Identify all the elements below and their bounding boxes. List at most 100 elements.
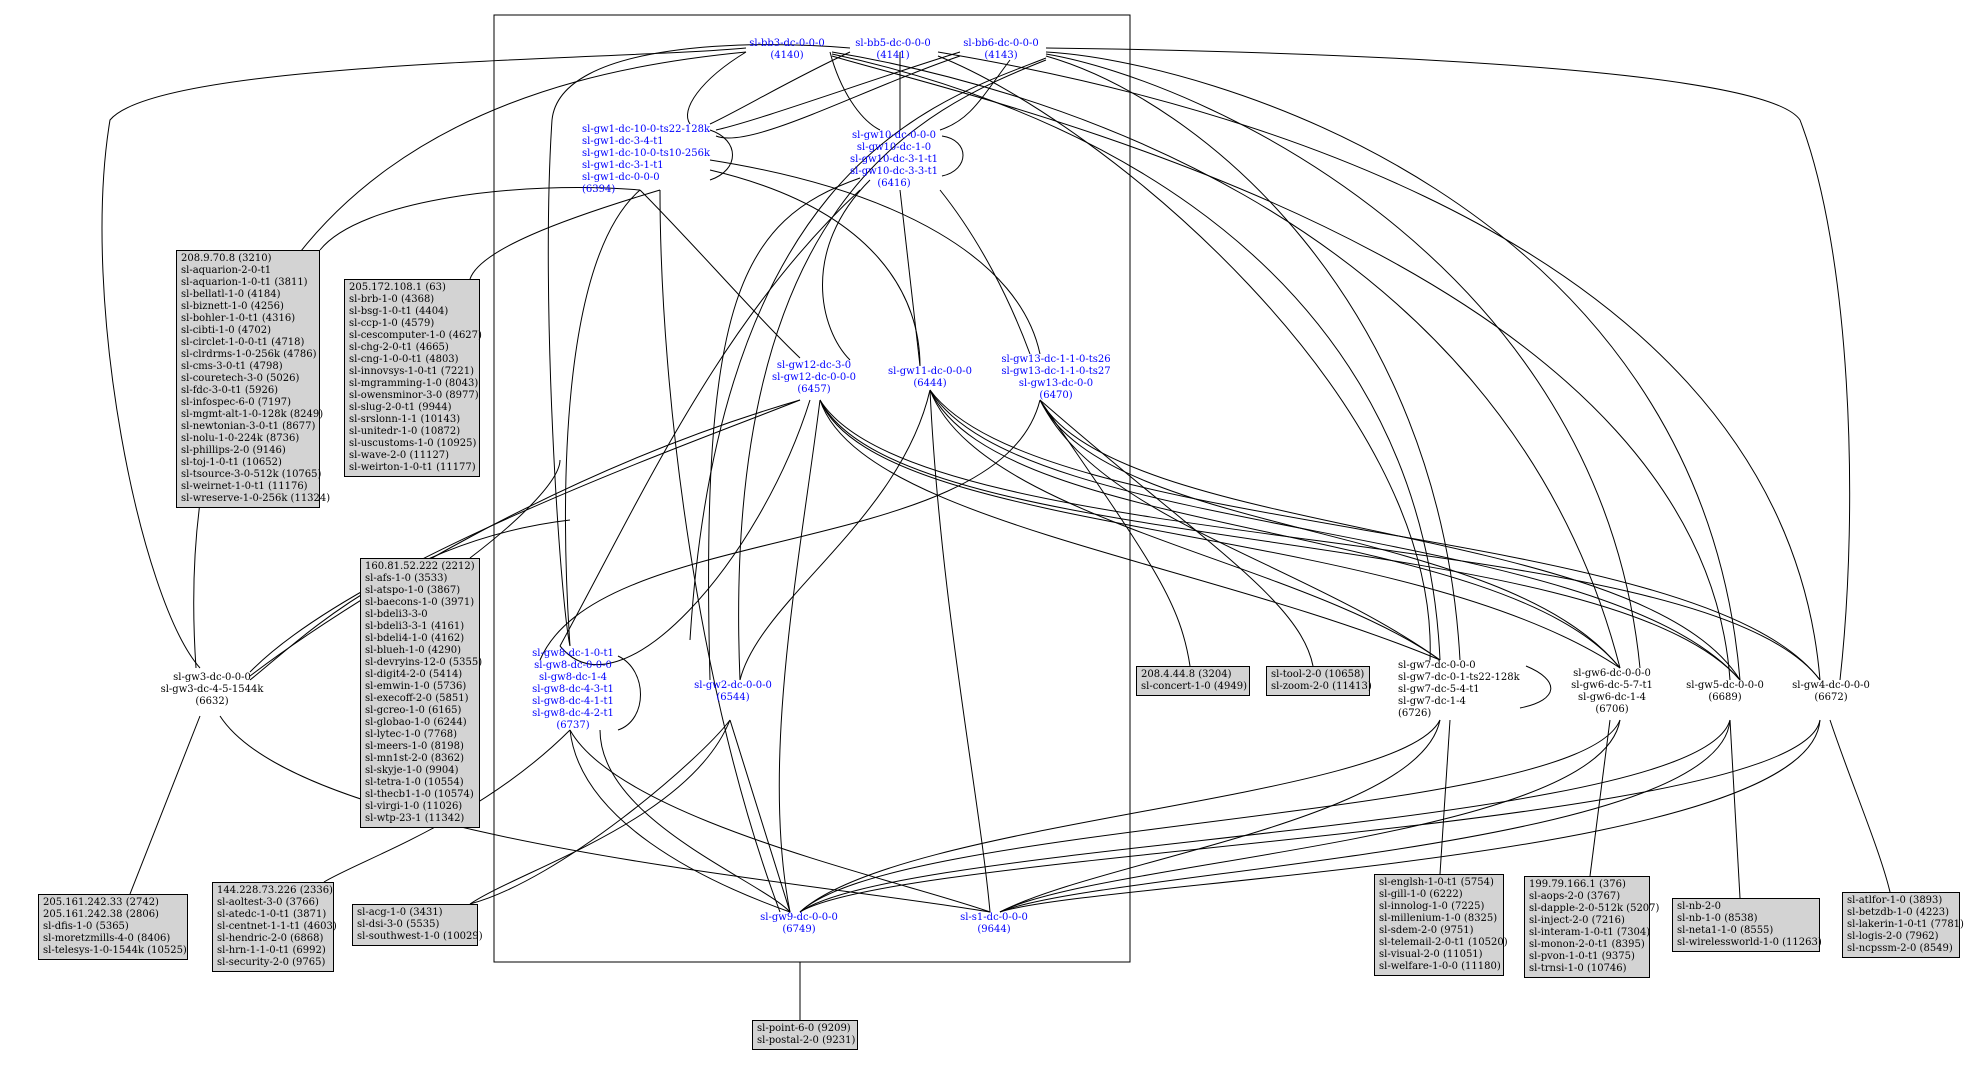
node-line: sl-lytec-1-0 (7768) [365, 729, 458, 740]
node-line: sl-gw2-dc-0-0-0 [694, 680, 772, 691]
node-line: sl-bb5-dc-0-0-0 [855, 38, 931, 49]
node-line: sl-southwest-1-0 (10029) [357, 931, 483, 942]
link-edge [937, 51, 1821, 681]
node-line: sl-cibti-1-0 (4702) [181, 325, 272, 336]
node-line: sl-gw8-dc-1-0-t1 [532, 648, 614, 659]
link-edge [1039, 399, 1191, 667]
router-s1[interactable]: sl-s1-dc-0-0-0(9644) [952, 912, 1036, 936]
node-line: sl-innovsys-1-0-t1 (7221) [349, 366, 475, 377]
router-gw2[interactable]: sl-gw2-dc-0-0-0(6544) [688, 680, 778, 704]
link-edge [941, 135, 964, 177]
link-edge [709, 159, 1041, 355]
link-edge [639, 189, 801, 359]
node-line: 205.172.108.1 (63) [349, 282, 446, 293]
node-line: sl-nb-2-0 [1677, 901, 1722, 912]
link-edge [929, 389, 991, 913]
node-line: sl-trnsi-1-0 (10746) [1529, 963, 1627, 974]
node-line: sl-gw12-dc-3-0 [776, 360, 852, 371]
link-edge [1045, 51, 1741, 681]
node-line: sl-thecb1-1-0 (10574) [365, 789, 474, 800]
node-line: sl-baecons-1-0 (3971) [365, 597, 475, 608]
customer-box-point[interactable]: sl-point-6-0 (9209)sl-postal-2-0 (9231) [752, 1020, 858, 1050]
link-edge [599, 729, 791, 913]
node-line: (6470) [1039, 390, 1073, 401]
link-edge [819, 399, 1741, 681]
node-line: sl-betzdb-1-0 (4223) [1847, 907, 1950, 918]
node-line: sl-brb-1-0 (4368) [349, 294, 435, 305]
customer-box-acg[interactable]: sl-acg-1-0 (3431)sl-dsi-3-0 (5535)sl-sou… [352, 904, 483, 946]
link-edge [659, 189, 781, 913]
backbone-cluster-frame [493, 14, 1131, 963]
customer-box-208-4-44-8[interactable]: 208.4.44.8 (3204)sl-concert-1-0 (4949) [1136, 666, 1250, 696]
customer-box-english[interactable]: sl-englsh-1-0-t1 (5754)sl-gill-1-0 (6222… [1374, 874, 1508, 976]
node-line: sl-logis-2-0 (7962) [1847, 931, 1939, 942]
node-line: sl-security-2-0 (9765) [217, 957, 326, 968]
node-line: sl-gw8-dc-4-3-t1 [532, 684, 614, 695]
node-line: sl-gw1-dc-3-1-t1 [582, 160, 664, 171]
router-gw11[interactable]: sl-gw11-dc-0-0-0(6444) [886, 366, 974, 390]
link-edge [323, 729, 571, 883]
customer-box-205-161-242-33[interactable]: 205.161.242.33 (2742)205.161.242.38 (280… [38, 894, 188, 960]
node-line: sl-bsg-1-0-t1 (4404) [349, 306, 449, 317]
node-line: sl-gw10-dc-3-3-t1 [849, 166, 939, 177]
customer-box-205-172-108-1[interactable]: 205.172.108.1 (63)sl-brb-1-0 (4368)sl-bs… [344, 279, 482, 477]
customer-box-tool[interactable]: sl-tool-2-0 (10658)sl-zoom-2-0 (11413) [1266, 666, 1372, 696]
router-bb3[interactable]: sl-bb3-dc-0-0-0(4140) [742, 38, 832, 62]
node-line: sl-ncpssm-2-0 (8549) [1847, 943, 1953, 954]
node-line: sl-gw7-dc-0-1-ts22-128k [1398, 672, 1520, 683]
link-edge [999, 719, 1441, 913]
link-edge [829, 51, 881, 131]
node-line: sl-pvon-1-0-t1 (9375) [1529, 951, 1635, 962]
node-line: (6416) [877, 178, 911, 189]
node-line: sl-wreserve-1-0-256k (11324) [181, 493, 331, 504]
customer-box-144-228-73-226[interactable]: 144.228.73.226 (2336)sl-aoltest-3-0 (376… [212, 882, 337, 972]
node-line: sl-mgramming-1-0 (8043) [349, 378, 479, 389]
node-line: sl-acg-1-0 (3431) [357, 907, 443, 918]
link-edge [469, 189, 661, 280]
customer-box-atlfor[interactable]: sl-atlfor-1-0 (3893)sl-betzdb-1-0 (4223)… [1842, 892, 1964, 958]
node-line: sl-mgmt-alt-1-0-128k (8249) [181, 409, 324, 420]
node-line: 205.161.242.38 (2806) [43, 909, 159, 920]
link-edge [469, 719, 731, 905]
node-line: (6749) [782, 924, 816, 935]
link-edge [689, 57, 1047, 641]
node-line: sl-gw13-dc-1-1-0-ts27 [1001, 366, 1111, 377]
node-line: sl-gw8-dc-4-1-t1 [532, 696, 614, 707]
node-line: (6457) [797, 384, 831, 395]
node-line: sl-gw13-dc-1-1-0-ts26 [1001, 354, 1111, 365]
router-gw9[interactable]: sl-gw9-dc-0-0-0(6749) [754, 912, 844, 936]
customer-box-160-81-52-222[interactable]: 160.81.52.222 (2212)sl-afs-1-0 (3533)sl-… [360, 558, 482, 828]
node-line: sl-blueh-1-0 (4290) [365, 645, 462, 656]
link-edge [1039, 399, 1441, 661]
node-line: sl-owensminor-3-0 (8977) [349, 390, 479, 401]
link-edge [1519, 665, 1552, 709]
edge-router-gw4[interactable]: sl-gw4-dc-0-0-0(6672) [1786, 680, 1876, 704]
link-edge [929, 389, 1441, 661]
router-bb6[interactable]: sl-bb6-dc-0-0-0(4143) [956, 38, 1046, 62]
node-line: sl-circlet-1-0-0-t1 (4718) [181, 337, 305, 348]
link-edge [569, 729, 791, 913]
edge-router-gw5[interactable]: sl-gw5-dc-0-0-0(6689) [1680, 680, 1770, 704]
link-edge [219, 715, 991, 913]
router-bb5[interactable]: sl-bb5-dc-0-0-0(4141) [848, 38, 938, 62]
link-edge [831, 55, 1731, 681]
node-line: sl-chg-2-0-t1 (4665) [349, 342, 449, 353]
node-line: sl-afs-1-0 (3533) [365, 573, 448, 584]
customer-box-199-79-166-1[interactable]: 199.79.166.1 (376)sl-aops-2-0 (3767)sl-d… [1524, 876, 1659, 978]
node-line: sl-uscustoms-1-0 (10925) [349, 438, 477, 449]
node-line: sl-unitedr-1-0 (10872) [349, 426, 461, 437]
node-line: sl-bellatl-1-0 (4184) [181, 289, 281, 300]
node-line: sl-aquarion-1-0-t1 (3811) [181, 277, 308, 288]
node-line: sl-ccp-1-0 (4579) [349, 318, 435, 329]
node-line: sl-inject-2-0 (7216) [1529, 915, 1625, 926]
